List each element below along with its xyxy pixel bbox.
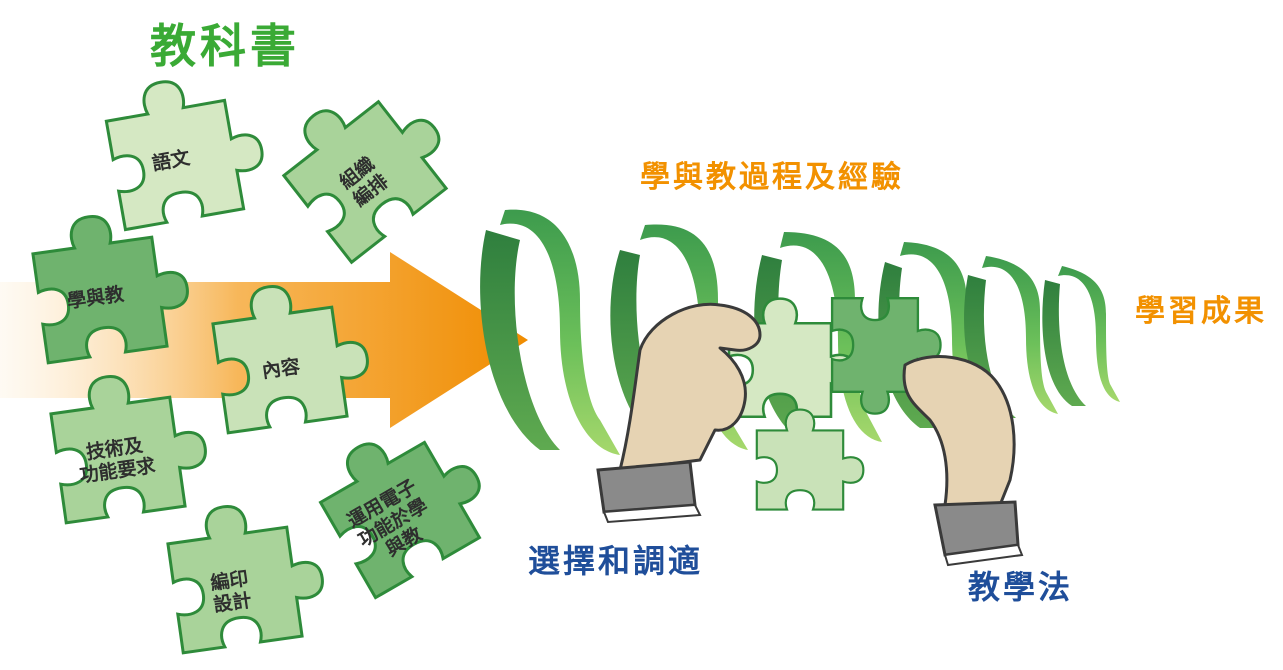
held-piece-bottom [755, 408, 865, 511]
label-learning-teaching-process: 學與教過程及經驗 [640, 160, 904, 195]
title-textbook: 教科書 [150, 19, 300, 73]
label-learning-outcomes: 學習成果 [1135, 294, 1267, 329]
piece-label-print-design: 編印 設計 [209, 568, 253, 617]
label-pedagogy: 教學法 [968, 568, 1074, 606]
label-selection-adaptation: 選擇和調適 [528, 542, 704, 580]
right-hand [902, 355, 1024, 567]
left-hand [596, 302, 762, 524]
